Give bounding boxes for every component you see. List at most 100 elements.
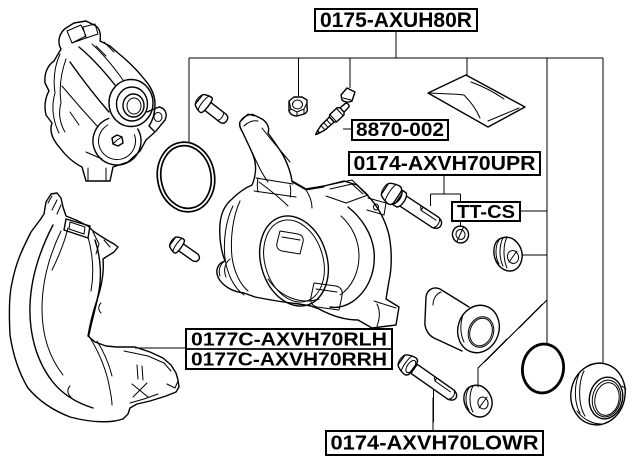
foot-rim <box>123 350 172 372</box>
piston-rim-arc <box>460 314 465 343</box>
piston-bore-outer <box>467 316 495 348</box>
washer-inner <box>455 229 466 240</box>
uboot-rib2 <box>499 237 504 267</box>
motor-face-nose <box>122 93 145 118</box>
label-bleeder-box <box>351 119 449 141</box>
motor-face-outer <box>108 78 154 128</box>
bleeder-tip <box>314 130 321 136</box>
uboot-silhouette <box>493 236 523 272</box>
gear-hex-line <box>112 136 123 145</box>
nut-hole <box>292 99 303 110</box>
gear-circle-outer <box>92 117 142 166</box>
bracket-inner-right1 <box>88 239 102 336</box>
motor-face-mid <box>115 86 149 122</box>
label-kit-box <box>314 8 478 32</box>
dboot-ring1 <box>588 376 624 420</box>
motor-cylinder-mid <box>91 43 124 81</box>
uboot-rib1 <box>495 239 500 265</box>
label-ttcs-text: TT-CS <box>457 202 515 222</box>
caliper-body-drawing <box>216 113 400 329</box>
foot-ticks <box>136 364 144 381</box>
bracket-tab-lines <box>47 195 62 215</box>
plate-outline <box>323 179 369 204</box>
oring-outer <box>156 141 216 213</box>
actuator-detail2 <box>95 41 115 57</box>
flange-bolt-upper-drawing <box>194 93 229 124</box>
caliper-bracket-drawing <box>8 192 180 423</box>
bracket-band-short <box>51 227 69 271</box>
plate-line <box>329 183 364 195</box>
packet-fold2 <box>470 81 505 100</box>
bleeder-hex-lines <box>329 107 344 123</box>
actuator-detail1 <box>69 111 103 160</box>
caliper-cyl-contour1 <box>223 205 245 296</box>
small-bolt-facets <box>169 236 183 252</box>
piston-drawing <box>424 287 501 354</box>
dboot-shoulder1 <box>574 373 581 414</box>
hose-tab-hole <box>373 203 379 211</box>
pin-boot-lower-drawing <box>463 384 493 418</box>
pad-tab-line <box>315 288 338 293</box>
small-bolt-shaft <box>175 241 201 263</box>
bracket-accent1 <box>67 385 72 398</box>
actuator-ear <box>146 106 167 132</box>
bracket-converge2 <box>96 340 113 377</box>
hose-tab-outline <box>366 197 387 216</box>
flange-nut-drawing <box>288 96 309 117</box>
bracket-band-inner2 <box>41 230 64 376</box>
dboot-ring3 <box>594 382 620 416</box>
bleeder-cap-drawing <box>340 87 356 103</box>
ear-hole <box>153 112 163 122</box>
dust-boot-drawing <box>570 362 627 426</box>
bleeder-threads <box>320 119 332 131</box>
caliper-lug-cap <box>218 258 231 278</box>
uboot-rib3 <box>503 236 508 269</box>
motor-cylinder-top <box>78 46 116 86</box>
bore-inner <box>263 219 325 303</box>
caliper-cyl-contour2 <box>230 200 249 292</box>
bolt-tip-line <box>217 112 225 121</box>
caliper-bore-pad <box>276 230 304 255</box>
dboot-tick <box>621 385 627 390</box>
leader-lower-pin <box>432 389 435 432</box>
epb-actuator-drawing <box>44 20 167 182</box>
foot-tab <box>166 380 179 389</box>
lpin-washer <box>405 359 417 374</box>
caliper-outline <box>216 113 400 329</box>
bolt-head-facets <box>194 94 210 111</box>
collar-top <box>255 177 294 185</box>
label-ttcs-box <box>451 201 521 222</box>
cap-line <box>342 97 352 101</box>
caliper-right-shell2 <box>339 215 360 296</box>
motor-housing-seam <box>61 85 99 128</box>
slide-pin-lower-drawing <box>397 354 458 401</box>
lpin-flat <box>433 376 451 393</box>
washer-slash <box>456 226 465 242</box>
uboot-hole <box>506 250 520 264</box>
label-ttcs: TT-CS <box>451 201 521 222</box>
bleeder-screw-drawing <box>314 102 350 136</box>
pin-boot-upper-drawing <box>493 236 523 272</box>
label-bracket-line1: 0177C-AXVH70RLH <box>191 330 387 350</box>
piston-back-line <box>432 291 442 306</box>
label-pin-upper-text: 0174-AXVH70UPR <box>354 153 537 175</box>
bracket-notch <box>63 218 111 255</box>
gear-circle-inner <box>98 124 137 161</box>
slide-pin-upper-drawing <box>380 182 443 230</box>
upin-head-facets <box>380 183 397 202</box>
caliper-top-plate <box>323 179 369 204</box>
actuator-body <box>44 20 156 182</box>
cap-outline <box>340 87 356 103</box>
label-bleeder-text: 8870-002 <box>356 120 444 141</box>
upin-shaft <box>394 192 443 230</box>
grease-packet-drawing <box>427 74 526 128</box>
lboot-hole <box>477 396 489 410</box>
label-pin-upper: 0174-AXVH70UPR <box>348 151 541 176</box>
label-pin-upper-box <box>348 151 541 176</box>
caliper-arm-tip-notch <box>240 113 259 127</box>
caliper-right-shell <box>329 206 375 309</box>
caliper-ridge <box>291 181 325 209</box>
kit-leader-tree <box>188 31 604 387</box>
